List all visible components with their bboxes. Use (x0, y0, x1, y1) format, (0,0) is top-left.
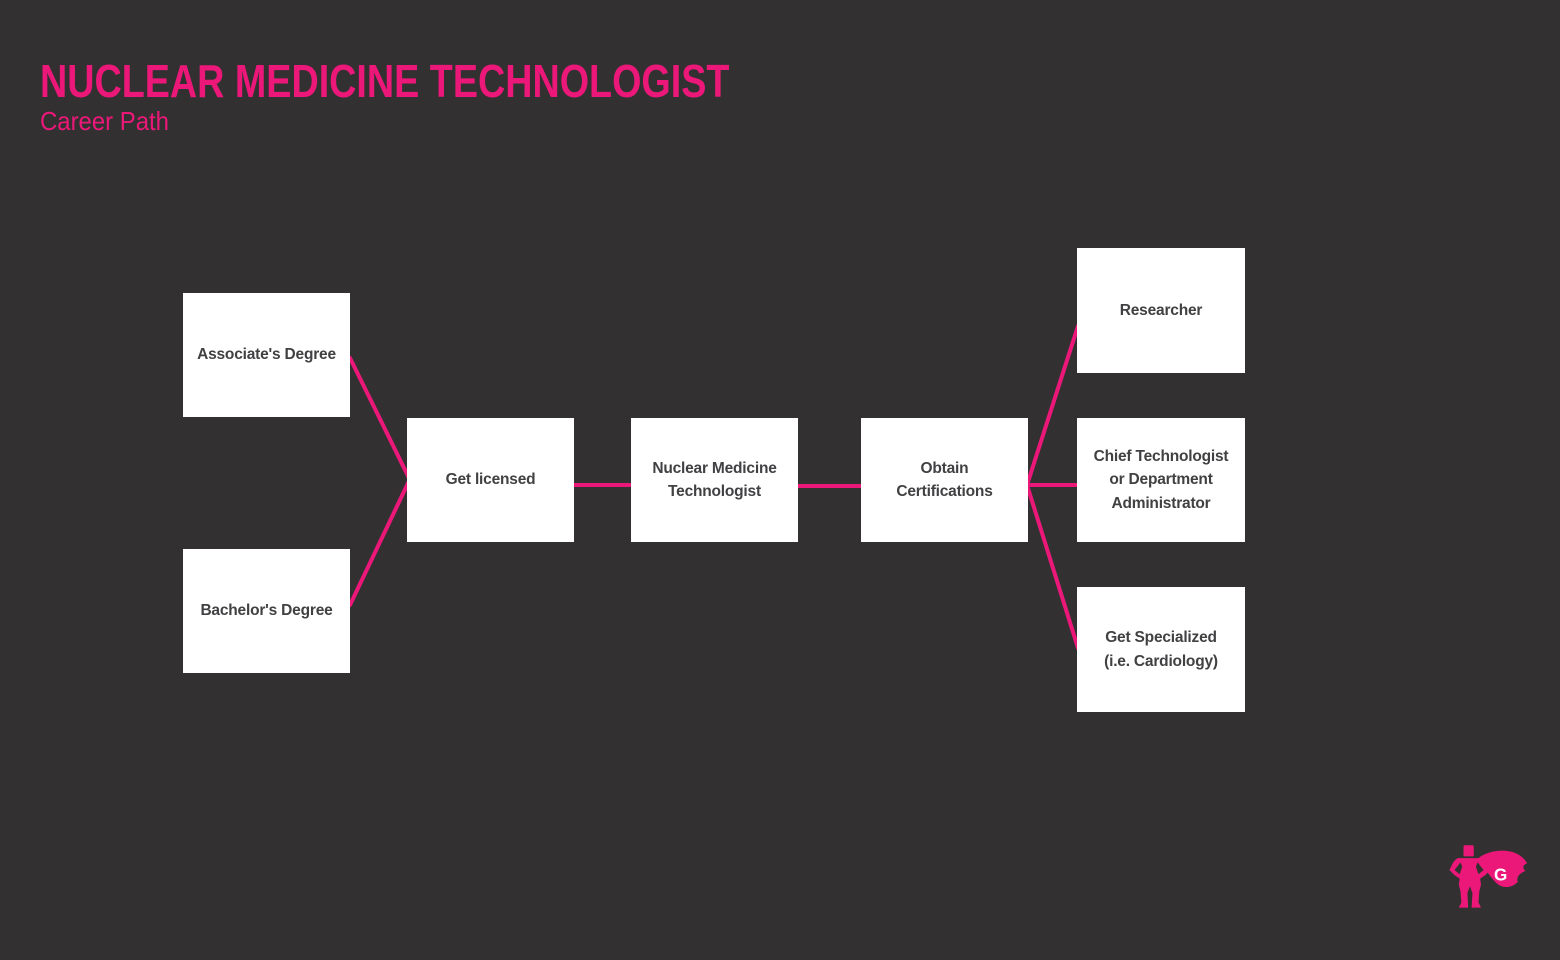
flow-node-get-specialized: Get Specialized (i.e. Cardiology) (1077, 587, 1245, 712)
flow-node-obtain-certifications: Obtain Certifications (861, 418, 1028, 542)
superhero-mascot-logo: G (1449, 845, 1528, 908)
flow-node-nuclear-medicine-technologist: Nuclear Medicine Technologist (631, 418, 798, 542)
edge-associates-degree-to-get-licensed (348, 356, 411, 480)
edge-bachelors-degree-to-get-licensed (348, 479, 411, 607)
mascot-figure-icon (1449, 858, 1491, 908)
edge-obtain-certifications-to-get-specialized (1025, 483, 1080, 650)
flow-node-researcher: Researcher (1077, 248, 1245, 373)
page-title: NUCLEAR MEDICINE TECHNOLOGIST (40, 55, 730, 107)
logo-letter: G (1494, 865, 1507, 884)
mascot-cape-icon (1478, 850, 1528, 888)
flow-node-get-licensed: Get licensed (407, 418, 574, 542)
flow-node-associates-degree: Associate's Degree (183, 293, 350, 417)
flow-node-bachelors-degree: Bachelor's Degree (183, 549, 350, 673)
mascot-head-icon (1463, 845, 1474, 857)
page-subtitle: Career Path (40, 106, 169, 136)
flow-node-chief-technologist: Chief Technologist or Department Adminis… (1077, 418, 1245, 542)
edge-obtain-certifications-to-researcher (1025, 324, 1080, 487)
